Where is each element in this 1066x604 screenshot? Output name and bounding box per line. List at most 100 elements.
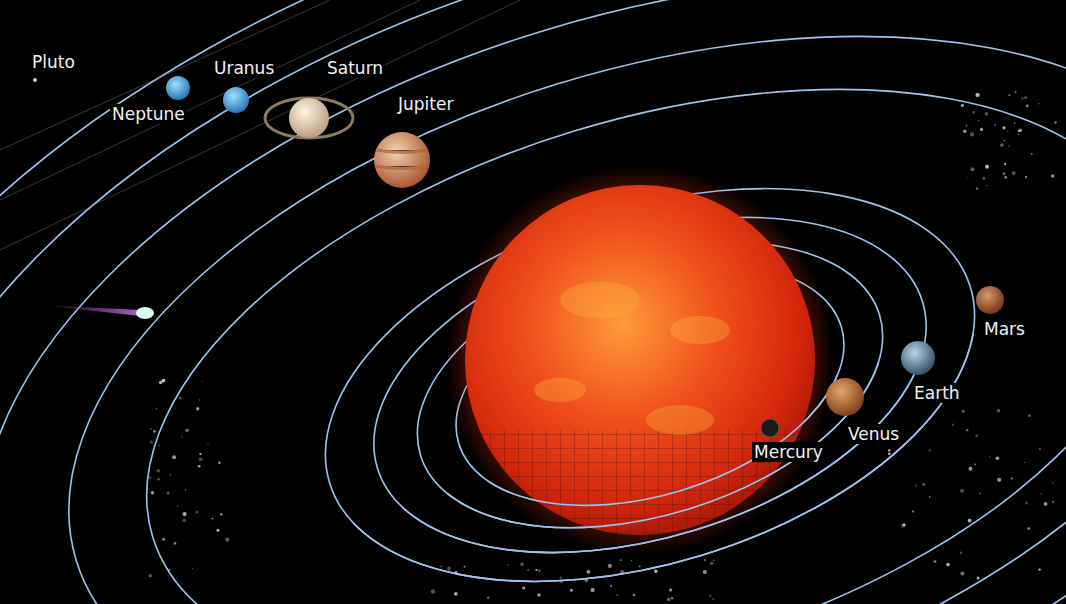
asteroid-dot bbox=[965, 125, 967, 127]
asteroid-dot bbox=[538, 569, 541, 572]
asteroid-dot bbox=[1054, 121, 1057, 124]
asteroid-dot bbox=[967, 177, 968, 178]
asteroid-dot bbox=[1051, 174, 1055, 178]
neptune-planet bbox=[166, 76, 190, 100]
asteroid-dot bbox=[1052, 501, 1054, 503]
asteroid-dot bbox=[199, 399, 200, 400]
asteroid-dot bbox=[616, 594, 618, 596]
asteroid-dot bbox=[179, 397, 182, 400]
asteroid-dot bbox=[487, 597, 489, 599]
planet-label: Venus bbox=[846, 424, 901, 444]
asteroid-dot bbox=[157, 469, 161, 473]
asteroid-dot bbox=[976, 187, 979, 190]
asteroid-dot bbox=[216, 529, 219, 532]
asteroid-dot bbox=[225, 538, 229, 542]
asteroid-dot bbox=[1038, 568, 1040, 570]
asteroid-dot bbox=[968, 467, 972, 471]
asteroid-dot bbox=[631, 560, 633, 562]
asteroid-dot bbox=[181, 436, 182, 437]
asteroid-dot bbox=[709, 595, 711, 597]
asteroid-dot bbox=[1027, 527, 1030, 530]
saturn-planet bbox=[289, 98, 329, 138]
asteroid-dot bbox=[703, 570, 707, 574]
asteroid-dot bbox=[587, 570, 591, 574]
asteroid-dot bbox=[1014, 122, 1016, 124]
asteroid-dot bbox=[1000, 143, 1003, 146]
asteroid-dot bbox=[929, 449, 931, 451]
asteroid-dot bbox=[535, 569, 537, 571]
asteroid-dot bbox=[149, 574, 152, 577]
asteroid-dot bbox=[1025, 176, 1027, 178]
asteroid-dot bbox=[633, 594, 635, 596]
asteroid-dot bbox=[218, 462, 220, 464]
asteroid-dot bbox=[983, 177, 986, 180]
asteroid-dot bbox=[522, 587, 525, 590]
asteroid-dot bbox=[654, 570, 657, 573]
asteroid-dot bbox=[976, 93, 977, 94]
planet-label: Pluto bbox=[30, 52, 77, 72]
asteroid-dot bbox=[704, 559, 706, 561]
asteroid-dot bbox=[168, 569, 170, 571]
asteroid-dot bbox=[185, 428, 189, 432]
asteroid-dot bbox=[903, 523, 906, 526]
asteroid-dot bbox=[212, 518, 214, 520]
asteroid-dot bbox=[1014, 91, 1016, 93]
planet-label: Earth bbox=[912, 383, 962, 403]
asteroid-dot bbox=[464, 566, 466, 568]
mars-planet bbox=[976, 286, 1004, 314]
asteroid-dot bbox=[560, 576, 562, 578]
uranus-planet bbox=[223, 87, 249, 113]
asteroid-dot bbox=[159, 381, 163, 385]
asteroid-dot bbox=[960, 489, 964, 493]
asteroid-dot bbox=[1025, 501, 1028, 504]
asteroid-dot bbox=[537, 593, 541, 597]
asteroid-dot bbox=[669, 588, 672, 591]
sun-glow bbox=[445, 165, 835, 555]
asteroid-dot bbox=[1031, 153, 1033, 155]
pluto-planet bbox=[33, 78, 37, 82]
asteroid-dot bbox=[507, 564, 509, 566]
asteroid-dot bbox=[978, 120, 979, 121]
asteroid-dot bbox=[671, 597, 673, 599]
asteroid-dot bbox=[966, 429, 968, 431]
asteroid-dot bbox=[946, 563, 950, 567]
asteroid-dot bbox=[202, 381, 203, 382]
asteroid-dot bbox=[151, 491, 154, 494]
asteroid-dot bbox=[158, 445, 160, 447]
jupiter-bands bbox=[375, 150, 429, 169]
asteroid-dot bbox=[1003, 173, 1006, 176]
asteroid-dot bbox=[1019, 128, 1023, 132]
asteroid-dot bbox=[912, 511, 914, 513]
asteroid-dot bbox=[156, 408, 158, 410]
asteroid-dot bbox=[620, 559, 622, 561]
asteroid-dot bbox=[639, 566, 641, 568]
asteroid-dot bbox=[995, 124, 996, 125]
asteroid-dot bbox=[172, 455, 176, 459]
asteroid-dot bbox=[1039, 448, 1041, 450]
asteroid-dot bbox=[199, 457, 203, 461]
jupiter-planet bbox=[374, 132, 430, 188]
sun bbox=[465, 185, 815, 535]
asteroid-dot bbox=[177, 505, 178, 506]
asteroid-dot bbox=[183, 518, 187, 522]
asteroid-dot bbox=[961, 571, 965, 575]
asteroid-dot bbox=[980, 128, 983, 131]
asteroid-dot bbox=[974, 464, 976, 466]
asteroid-dot bbox=[1004, 176, 1007, 179]
asteroid-dot bbox=[712, 598, 714, 600]
faint-orbits bbox=[0, 0, 520, 250]
asteroid-dot bbox=[997, 409, 1000, 412]
asteroid-dot bbox=[1004, 140, 1005, 141]
saturn-ring bbox=[265, 98, 353, 138]
asteroid-dot bbox=[185, 489, 186, 490]
asteroid-dot bbox=[192, 568, 193, 569]
asteroid-dot bbox=[1008, 145, 1010, 147]
asteroid-dot bbox=[570, 589, 573, 592]
asteroid-dot bbox=[220, 513, 222, 515]
asteroid-dot bbox=[149, 476, 152, 479]
asteroid-dot bbox=[952, 423, 954, 425]
asteroid-dot bbox=[713, 559, 715, 561]
asteroid-dot bbox=[447, 567, 451, 571]
asteroid-dot bbox=[199, 453, 201, 455]
